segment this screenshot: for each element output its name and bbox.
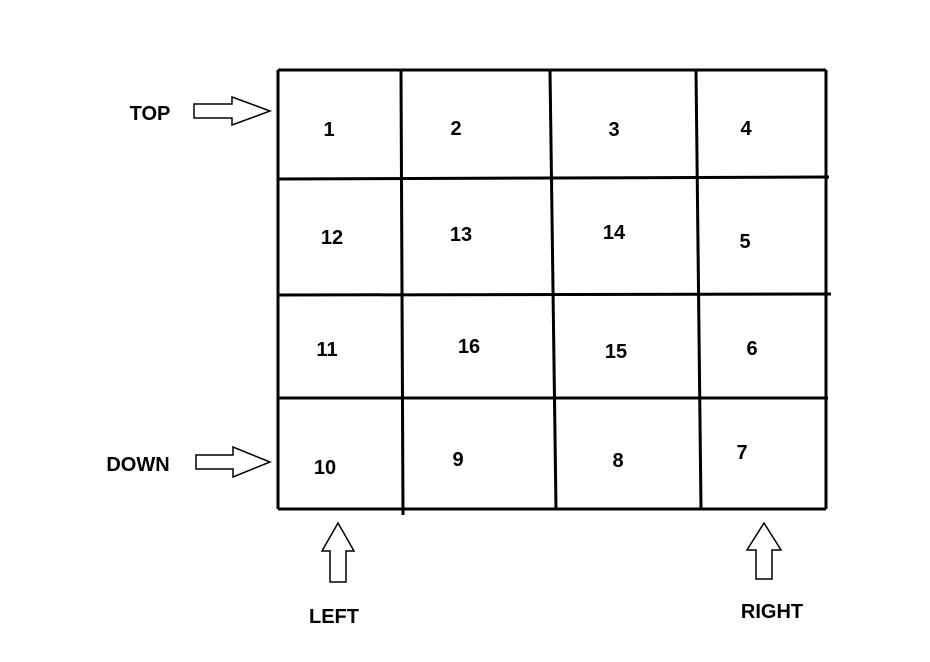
grid-line-col1 [399, 69, 405, 516]
top-label: TOP [130, 103, 171, 125]
cell-number: 15 [605, 341, 627, 363]
arrow-right-icon [193, 95, 273, 127]
cell-number: 12 [321, 227, 343, 249]
cell-number: 8 [612, 450, 623, 472]
arrow-up-icon [745, 521, 783, 580]
arrow-right-icon [195, 445, 272, 479]
grid-lines [276, 68, 832, 516]
cell-numbers: 1 2 3 4 12 13 14 5 11 16 15 6 10 9 8 7 [314, 118, 758, 479]
left-label: LEFT [309, 606, 359, 628]
cell-number: 14 [603, 222, 626, 244]
cell-number: 3 [608, 119, 619, 141]
cell-number: 10 [314, 457, 336, 479]
cell-number: 13 [450, 224, 472, 246]
grid-line-row1 [277, 175, 830, 181]
grid-line-col3 [694, 69, 703, 510]
right-label: RIGHT [741, 601, 803, 623]
cell-number: 16 [458, 336, 480, 358]
cell-number: 9 [452, 449, 463, 471]
cell-number: 6 [746, 338, 757, 360]
arrow-up-icon [320, 521, 356, 583]
cell-number: 1 [323, 119, 334, 141]
cell-number: 5 [739, 231, 750, 253]
cell-number: 11 [316, 339, 337, 361]
cell-number: 2 [450, 118, 461, 140]
cell-number: 4 [740, 118, 752, 140]
cell-number: 7 [736, 442, 747, 464]
down-label: DOWN [106, 454, 169, 476]
grid-line-col2 [548, 69, 558, 510]
